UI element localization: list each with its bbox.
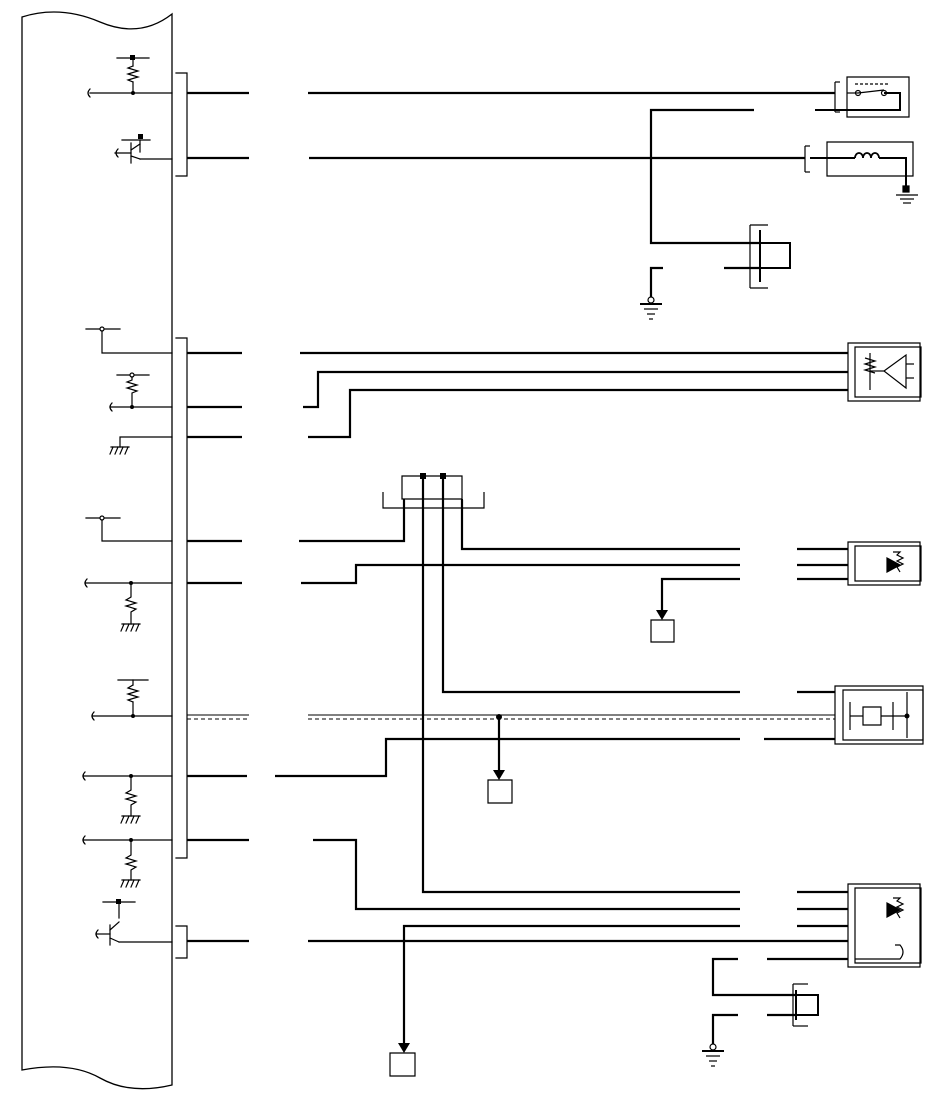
internal-transistor-2: [96, 902, 172, 945]
relay-connector-lower: [793, 984, 818, 1026]
switch-sensor: [815, 77, 909, 117]
ground-symbol-2: [702, 1044, 724, 1066]
wire-04: [651, 268, 663, 297]
internal-pulldown-1: [85, 579, 172, 631]
internal-pullup-2: [110, 373, 172, 411]
ground-symbol-1: [640, 297, 662, 319]
wire-10: [301, 565, 740, 583]
shielded-wire: [187, 715, 835, 719]
wire-21: [423, 476, 740, 892]
internal-transistor-1: [115, 140, 172, 163]
internal-ref-2: [86, 516, 172, 541]
control-module-outline: [22, 12, 172, 1089]
splice-block: [383, 476, 484, 508]
arrow-head-1: [656, 610, 668, 620]
internal-pullup-3: [92, 680, 172, 720]
connector-lower: [176, 926, 187, 958]
ground-reference-box-2: [488, 780, 512, 803]
wire-24: [404, 926, 740, 1048]
wire-16: [443, 476, 740, 692]
internal-pullup-1: [88, 58, 172, 97]
amplifier-sensor: [848, 343, 921, 401]
wire-22: [313, 840, 740, 909]
wire-18: [275, 739, 740, 776]
ground-reference-box-1: [651, 620, 674, 642]
wire-12: [662, 579, 740, 612]
crystal-sensor: [835, 686, 923, 744]
internal-pulldown-2: [83, 772, 172, 823]
wire-11: [462, 500, 740, 549]
relay-connector: [750, 225, 790, 288]
wire-29: [713, 1015, 738, 1044]
internal-pulldown-3: [83, 836, 172, 887]
wire-08: [308, 390, 848, 437]
solenoid-coil: [805, 142, 918, 203]
ground-reference-box-3: [390, 1053, 415, 1076]
potentiometer-sensor-2: [848, 884, 921, 967]
wire-28: [713, 959, 796, 995]
wire-03: [651, 110, 760, 243]
wire-07: [303, 372, 848, 407]
potentiometer-sensor-1: [848, 542, 921, 585]
connector-middle: [176, 338, 187, 858]
internal-ref-1: [86, 327, 172, 353]
arrow-head-3: [398, 1043, 410, 1053]
arrow-head-2: [493, 770, 505, 780]
internal-ground-1: [110, 437, 172, 454]
connector-upper: [176, 73, 187, 176]
wire-09: [299, 500, 404, 541]
